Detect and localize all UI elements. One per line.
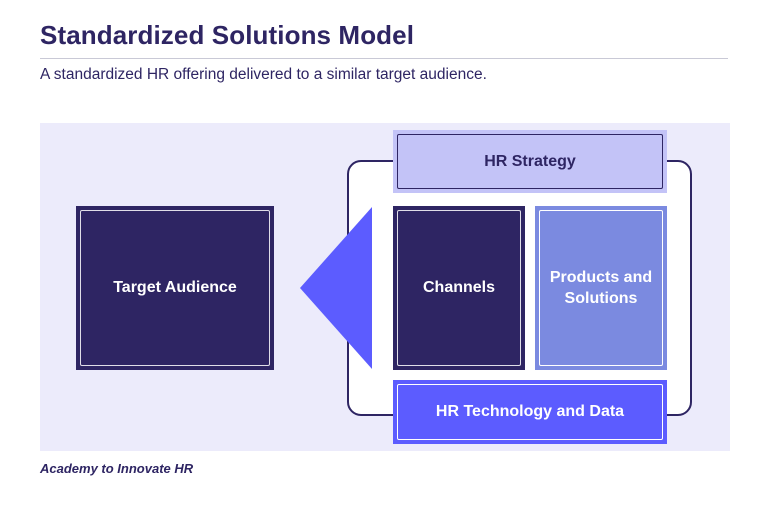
page-title: Standardized Solutions Model [40,20,415,50]
source-credit: Academy to Innovate HR [40,461,194,476]
products-label-line2: Solutions [564,290,638,307]
target-audience-label: Target Audience [113,279,237,296]
products-solutions-label: Products and Solutions [542,267,660,309]
channels-box: Channels [393,206,525,370]
products-solutions-box: Products and Solutions [535,206,667,370]
hr-strategy-box: HR Strategy [393,130,667,193]
products-label-line1: Products and [549,269,653,286]
hr-strategy-label: HR Strategy [484,152,576,170]
hr-technology-label: HR Technology and Data [435,403,625,420]
channels-label: Channels [422,279,495,296]
page-subtitle: A standardized HR offering delivered to … [40,66,487,83]
title-divider [40,58,728,59]
target-audience-box: Target Audience [76,206,274,370]
hr-technology-box: HR Technology and Data [393,380,667,444]
